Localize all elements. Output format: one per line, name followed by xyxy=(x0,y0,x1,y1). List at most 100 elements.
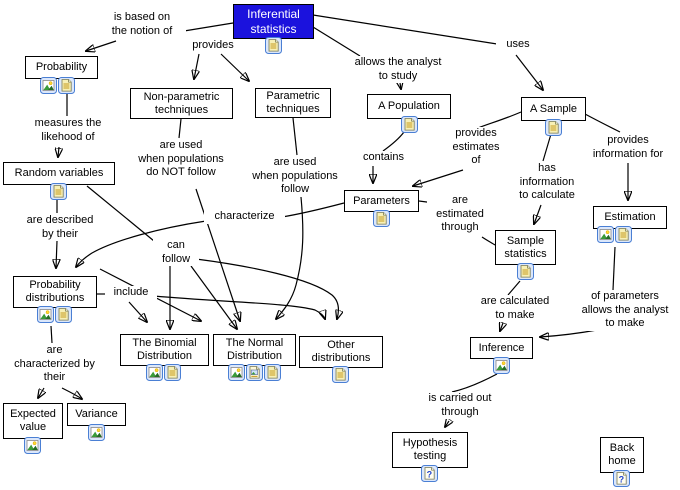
node-non-parametric-techniques[interactable]: Non-parametric techniques xyxy=(130,88,233,119)
link-label-is-based-on[interactable]: is based on the notion of xyxy=(98,11,186,38)
link-label-follow[interactable]: are used when populations follow xyxy=(245,156,345,197)
edge-uses-to-sample xyxy=(515,54,543,90)
image-icon[interactable] xyxy=(228,364,245,381)
link-label-of-parameters[interactable]: of parameters allows the analyst to make xyxy=(570,290,680,331)
inference-resources xyxy=(493,357,510,374)
link-label-characterized-by[interactable]: are characterized by their xyxy=(2,344,107,385)
node-sample-statistics[interactable]: Sample statistics xyxy=(495,230,556,265)
probability-distributions-resources xyxy=(37,306,72,323)
link-label-characterize[interactable]: characterize xyxy=(204,210,285,224)
node-expected-value[interactable]: Expected value xyxy=(3,403,63,439)
link-label-not-follow[interactable]: are used when populations do NOT follow xyxy=(125,139,237,180)
question-icon[interactable]: ? xyxy=(421,465,438,482)
link-label-provides[interactable]: provides xyxy=(184,39,242,53)
document-icon[interactable] xyxy=(164,364,181,381)
link-label-described-by[interactable]: are described by their xyxy=(17,214,103,241)
document-image-icon[interactable] xyxy=(246,364,263,381)
node-inference[interactable]: Inference xyxy=(470,337,533,359)
question-icon[interactable]: ? xyxy=(613,470,630,487)
node-inferential-statistics[interactable]: Inferential statistics xyxy=(233,4,314,39)
probability-resources xyxy=(40,77,75,94)
node-probability[interactable]: Probability xyxy=(25,56,98,79)
edge-sample-to-provides-information xyxy=(584,113,621,133)
edge-provides-to-parametric xyxy=(220,53,249,81)
edge-is-based-on-to-probability xyxy=(86,40,117,51)
node-probability-distributions[interactable]: Probability distributions xyxy=(13,276,97,308)
document-icon[interactable] xyxy=(401,116,418,133)
edge-sample-statistics-to-calculated xyxy=(507,280,521,296)
image-icon[interactable] xyxy=(37,306,54,323)
edge-sample-to-provides-estimates xyxy=(477,111,522,129)
link-label-provides-information[interactable]: provides information for xyxy=(582,134,674,161)
edge-include-to-binomial xyxy=(128,301,147,322)
document-icon[interactable] xyxy=(373,210,390,227)
edge-carried-out-to-hypothesis xyxy=(445,421,449,427)
document-icon[interactable] xyxy=(58,77,75,94)
estimation-resources xyxy=(597,226,632,243)
svg-text:?: ? xyxy=(427,469,433,479)
document-icon[interactable] xyxy=(615,226,632,243)
link-label-carried-out[interactable]: is carried out through xyxy=(417,392,503,419)
link-label-allows-study[interactable]: allows the analyst to study xyxy=(342,56,454,83)
edge-random-variables-to-can-follow xyxy=(86,185,155,242)
binomial-resources xyxy=(146,364,181,381)
link-label-contains[interactable]: contains xyxy=(355,151,412,165)
link-label-calculated-to-make[interactable]: are calculated to make xyxy=(471,295,559,322)
parameters-resources xyxy=(373,210,390,227)
edge-estimated-through-to-sample-statistics xyxy=(481,236,496,246)
document-icon[interactable] xyxy=(55,306,72,323)
random-variables-resources xyxy=(50,183,67,200)
edge-calculated-to-inference xyxy=(500,323,503,331)
image-icon[interactable] xyxy=(597,226,614,243)
edge-can-follow-to-other xyxy=(195,258,338,319)
node-hypothesis-testing[interactable]: Hypothesis testing xyxy=(392,432,468,468)
edge-described-by-to-prob-distributions xyxy=(56,240,57,268)
edge-allows-study-to-population xyxy=(400,83,401,89)
other-distributions-resources xyxy=(332,366,349,383)
link-label-measures[interactable]: measures the likehood of xyxy=(18,117,118,144)
edge-characterize-to-prob-distributions xyxy=(76,220,207,267)
edge-root-to-allows-study xyxy=(312,26,361,57)
edge-sample-to-has-information xyxy=(542,133,552,162)
document-icon[interactable] xyxy=(332,366,349,383)
image-icon[interactable] xyxy=(493,357,510,374)
edge-provides-estimates-to-parameters xyxy=(413,169,464,186)
node-estimation[interactable]: Estimation xyxy=(593,206,667,229)
node-back-home[interactable]: Back home xyxy=(600,437,644,473)
image-icon[interactable] xyxy=(88,424,105,441)
document-icon[interactable] xyxy=(50,183,67,200)
link-label-has-information[interactable]: has information to calculate xyxy=(508,162,586,203)
document-icon[interactable] xyxy=(265,37,282,54)
variance-resources xyxy=(88,424,105,441)
node-parametric-techniques[interactable]: Parametric techniques xyxy=(255,88,331,118)
node-a-population[interactable]: A Population xyxy=(367,94,451,119)
document-icon[interactable] xyxy=(545,119,562,136)
link-label-estimated-through[interactable]: are estimated through xyxy=(427,194,493,235)
node-binomial-distribution[interactable]: The Binomial Distribution xyxy=(120,334,209,366)
a-population-resources xyxy=(401,116,418,133)
edge-prob-distributions-to-characterized-by xyxy=(50,325,53,344)
node-a-sample[interactable]: A Sample xyxy=(521,97,586,121)
document-icon[interactable] xyxy=(264,364,281,381)
node-variance[interactable]: Variance xyxy=(67,403,126,426)
edge-parameters-to-characterize xyxy=(281,202,345,218)
sample-statistics-resources xyxy=(517,263,534,280)
edge-has-information-to-sample-statistics xyxy=(534,204,542,224)
document-icon[interactable] xyxy=(517,263,534,280)
link-label-can-follow[interactable]: can follow xyxy=(153,239,199,266)
image-icon[interactable] xyxy=(24,437,41,454)
node-parameters[interactable]: Parameters xyxy=(344,190,419,212)
link-label-uses[interactable]: uses xyxy=(496,38,540,52)
image-icon[interactable] xyxy=(40,77,57,94)
edge-population-to-contains xyxy=(382,131,405,152)
image-icon[interactable] xyxy=(146,364,163,381)
node-normal-distribution[interactable]: The Normal Distribution xyxy=(213,334,296,366)
node-random-variables[interactable]: Random variables xyxy=(3,162,115,185)
expected-value-resources xyxy=(24,437,41,454)
edge-estimation-to-of-parameters xyxy=(612,246,616,291)
link-label-include[interactable]: include xyxy=(105,286,157,300)
node-other-distributions[interactable]: Other distributions xyxy=(299,336,383,368)
link-label-provides-estimates[interactable]: provides estimates of xyxy=(443,127,509,168)
